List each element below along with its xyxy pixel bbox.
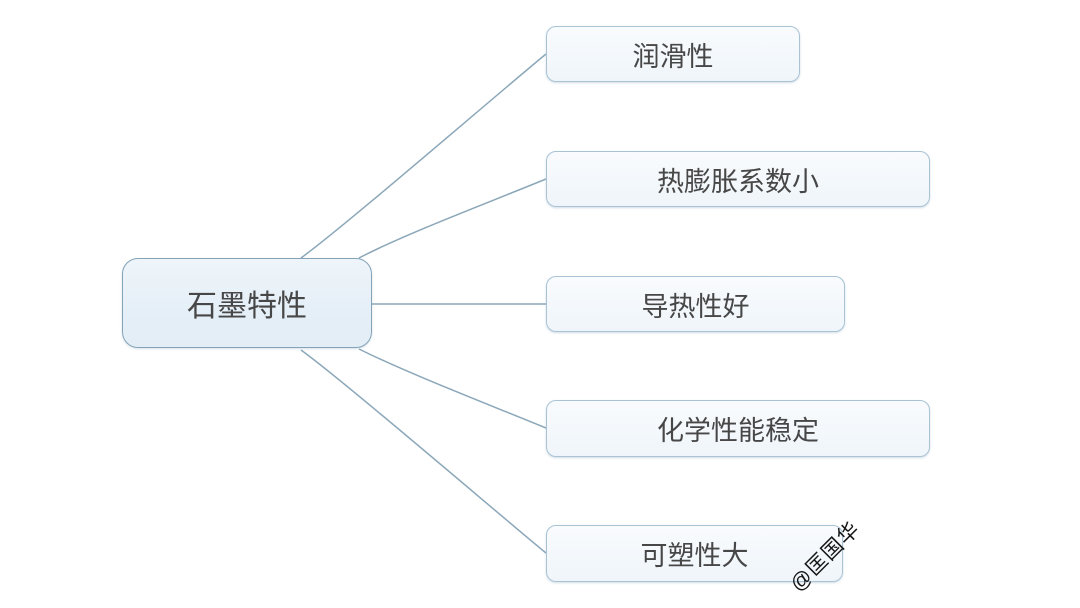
branch-node-label: 化学性能稳定 (657, 416, 819, 446)
branch-node-label: 润滑性 (632, 41, 714, 72)
branch-node-label: 可塑性大 (640, 541, 749, 571)
connector-line-chemical-stability (358, 348, 547, 429)
branch-node-label: 热膨胀系数小 (657, 166, 819, 197)
branch-node-thermal-conductivity[interactable]: 导热性好 (546, 276, 845, 332)
connector-line-lubricity (300, 53, 547, 259)
branch-node-label: 导热性好 (641, 291, 750, 322)
connector-line-plasticity (300, 349, 547, 554)
connector-line-thermal-expansion (358, 178, 547, 259)
root-node-label: 石墨特性 (187, 290, 307, 323)
branch-node-thermal-expansion[interactable]: 热膨胀系数小 (546, 151, 930, 207)
branch-node-lubricity[interactable]: 润滑性 (546, 26, 800, 82)
branch-node-chemical-stability[interactable]: 化学性能稳定 (546, 400, 930, 457)
branch-node-plasticity[interactable]: 可塑性大 (546, 525, 843, 582)
mindmap-root-node[interactable]: 石墨特性 (122, 258, 372, 348)
